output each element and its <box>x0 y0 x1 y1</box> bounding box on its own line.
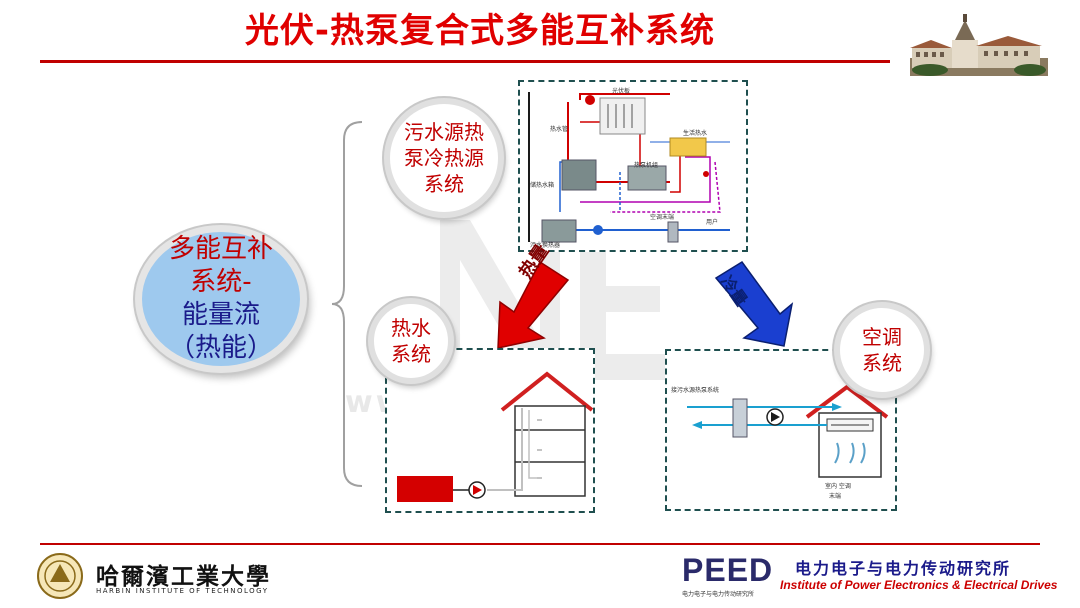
multi-energy-system-bubble: 多能互补 系统- 能量流 （热能） <box>135 225 307 373</box>
page-title: 光伏-热泵复合式多能互补系统 <box>200 8 760 54</box>
sewage-label-line1: 污水源热 <box>404 119 484 145</box>
university-name-en: HARBIN INSTITUTE OF TECHNOLOGY <box>96 587 269 595</box>
diagram-label: 光伏板 <box>612 86 630 95</box>
diagram-label: 空调末端 <box>650 212 674 221</box>
ac-label-line1: 空调 <box>862 324 902 350</box>
hit-emblem-logo <box>36 552 84 600</box>
central-label-line4: （热能） <box>169 332 273 365</box>
institute-name-en: Institute of Power Electronics & Electri… <box>780 578 1057 592</box>
title-divider <box>40 60 890 63</box>
central-label-line1: 多能互补 <box>169 233 273 266</box>
sewage-label-line3: 系统 <box>424 171 464 197</box>
peed-subtitle: 电力电子与电力传动研究所 <box>682 589 754 598</box>
sewage-heat-pump-bubble: 污水源热 泵冷热源 系统 <box>384 98 504 218</box>
diagram-label: 热泵机组 <box>634 160 658 169</box>
ac-label-line2: 系统 <box>862 350 902 376</box>
diagram-label: 热水管 <box>550 124 568 133</box>
diagram-label: 用户 <box>706 217 718 226</box>
central-label-line2: 系统- <box>190 266 251 299</box>
diagram-label: 生活热水 <box>683 128 707 137</box>
water-tank <box>397 476 453 502</box>
diagram-label: 储热水箱 <box>530 180 554 189</box>
air-conditioning-system-bubble: 空调 系统 <box>834 302 930 398</box>
campus-building-image <box>910 14 1048 76</box>
hotwater-label-line2: 系统 <box>391 341 431 367</box>
cold-flow-arrow <box>706 258 806 350</box>
institute-name-cn: 电力电子与电力传动研究所 <box>795 555 1011 579</box>
diagram-label: 室内 空调 <box>825 481 851 490</box>
grouping-brace <box>330 118 370 490</box>
diagram-label: 末端 <box>829 491 841 500</box>
peed-logo: PEED <box>682 552 773 589</box>
footer-divider <box>40 543 1040 545</box>
hot-water-system-bubble: 热水 系统 <box>368 298 454 384</box>
diagram-label: 接污水源热泵系统 <box>671 385 719 394</box>
university-name-cn: 哈爾濱工業大學 <box>96 557 271 591</box>
central-label-line3: 能量流 <box>182 299 260 332</box>
sewage-heat-pump-diagram-box: 光伏板 热水管 生活热水 储热水箱 热泵机组 污水换热器 空调末端 用户 <box>518 80 748 252</box>
hotwater-label-line1: 热水 <box>391 315 431 341</box>
sewage-label-line2: 泵冷热源 <box>404 145 484 171</box>
